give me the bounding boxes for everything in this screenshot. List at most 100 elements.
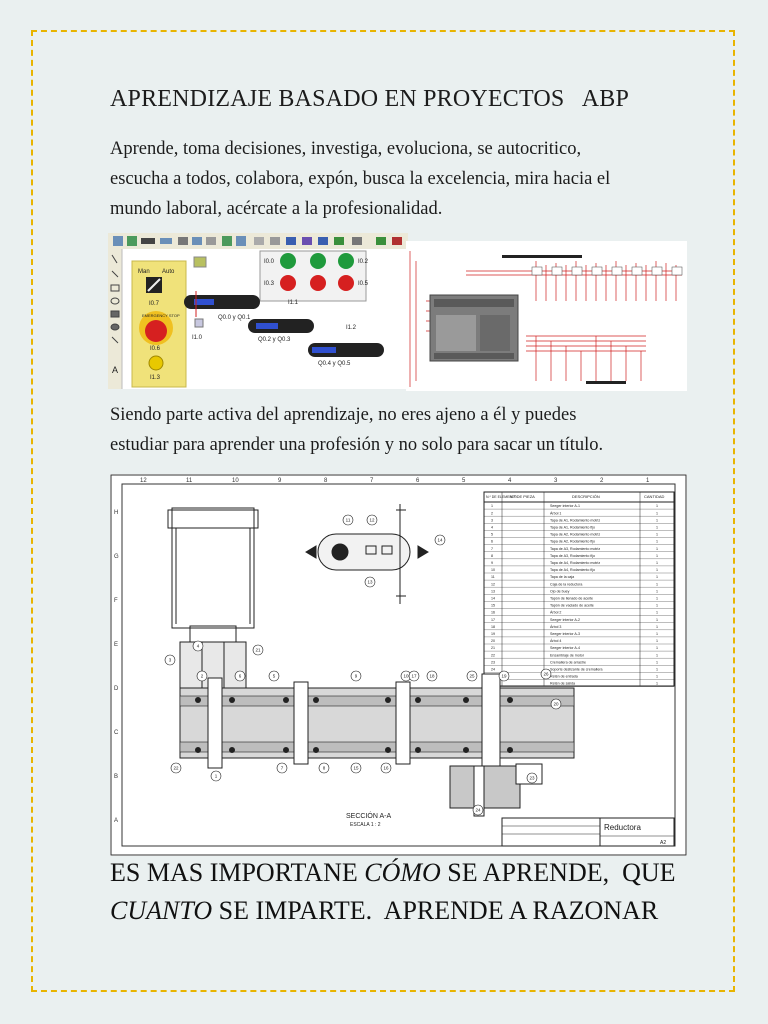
- table-row-quantity: 1: [656, 554, 658, 558]
- push-button[interactable]: [148, 355, 164, 371]
- table-row-description: Tapa de A3, Rodamiento fijo: [550, 554, 595, 558]
- table-row-quantity: 1: [656, 561, 658, 565]
- part-balloon: 13: [364, 576, 376, 588]
- table-row-description: Caja de la reductora: [550, 582, 582, 586]
- part-balloon: 16: [380, 762, 392, 774]
- svg-text:2: 2: [201, 674, 204, 679]
- table-row-description: Soporte deslizante de cremallera: [550, 668, 603, 672]
- table-row-description: Seeger interior A-4: [550, 646, 580, 650]
- table-row-number: 3: [491, 518, 493, 522]
- plc-wiring-schematic: [406, 241, 687, 391]
- table-row-quantity: 1: [656, 604, 658, 608]
- table-row-quantity: 1: [656, 547, 658, 551]
- table-row-description: Retén de salida: [550, 682, 575, 686]
- table-row-number: 23: [491, 660, 495, 664]
- table-row-description: Cremallera de arrastre: [550, 660, 586, 664]
- emergency-stop-button[interactable]: [145, 320, 167, 342]
- grid-column-number: 2: [600, 478, 604, 484]
- table-row-description: Árbol 2: [550, 611, 561, 615]
- table-row-number: 15: [491, 604, 495, 608]
- table-row-number: 17: [491, 618, 495, 622]
- table-row-quantity: 1: [656, 618, 658, 622]
- svg-text:12: 12: [369, 518, 375, 523]
- part-balloon: 2: [196, 670, 208, 682]
- table-row-number: 7: [491, 547, 493, 551]
- red-button[interactable]: [338, 275, 354, 291]
- svg-text:15: 15: [353, 766, 359, 771]
- table-row-number: 14: [491, 597, 495, 601]
- table-row-quantity: 1: [656, 597, 658, 601]
- table-row-description: Tapa de A3, Rodamiento motriz: [550, 547, 600, 551]
- table-header: DESCRIPCIÓN: [572, 494, 600, 499]
- table-row-quantity: 1: [656, 518, 658, 522]
- svg-text:20: 20: [553, 702, 559, 707]
- svg-text:24: 24: [475, 808, 481, 813]
- table-row-quantity: 1: [656, 625, 658, 629]
- part-balloon: 3: [164, 654, 176, 666]
- grid-row-letter: G: [114, 554, 119, 560]
- table-row-quantity: 1: [656, 660, 658, 664]
- input-label: I0.6: [150, 346, 161, 352]
- table-row-number: 16: [491, 611, 495, 615]
- part-balloon: 1: [210, 770, 222, 782]
- title-block: Reductora A2: [501, 817, 675, 847]
- svg-text:23: 23: [529, 776, 535, 781]
- table-row-quantity: 1: [656, 526, 658, 530]
- part-balloon: 12: [366, 514, 378, 526]
- grid-column-number: 11: [186, 478, 193, 484]
- table-row-number: 20: [491, 639, 495, 643]
- part-balloon: 5: [268, 670, 280, 682]
- part-balloon: 21: [252, 644, 264, 656]
- closing-text: SE APRENDE, QUE: [440, 858, 676, 887]
- grid-column-number: 9: [278, 478, 282, 484]
- sheet-size: A2: [660, 840, 666, 846]
- grid-column-number: 10: [232, 478, 239, 484]
- green-button[interactable]: [280, 253, 296, 269]
- red-button[interactable]: [310, 275, 326, 291]
- table-row-number: 1: [491, 504, 493, 508]
- page-frame: [31, 30, 735, 992]
- sensor-label: I1.2: [346, 325, 357, 331]
- closing-text: SE IMPARTE. APRENDE A RAZONAR: [212, 896, 659, 925]
- closing-emphasis: CUANTO: [110, 896, 213, 925]
- grid-column-number: 5: [462, 478, 466, 484]
- svg-text:3: 3: [169, 658, 172, 663]
- auto-label: Auto: [162, 269, 175, 275]
- green-button[interactable]: [310, 253, 326, 269]
- table-row-quantity: 1: [656, 511, 658, 515]
- table-header: N.º DE ELEMENTO: [486, 495, 517, 499]
- table-row-quantity: 1: [656, 589, 658, 593]
- svg-text:7: 7: [281, 766, 284, 771]
- conveyor-label: Q0.4 y Q0.5: [318, 361, 351, 367]
- svg-text:16: 16: [383, 766, 389, 771]
- table-row-quantity: 1: [656, 575, 658, 579]
- table-row-number: 19: [491, 632, 495, 636]
- table-row-quantity: 1: [656, 568, 658, 572]
- table-row-number: 10: [491, 568, 495, 572]
- section-label: SECCIÓN A-A: [346, 811, 391, 820]
- red-button[interactable]: [280, 275, 296, 291]
- input-label: I1.3: [150, 375, 161, 381]
- input-label: I1.0: [192, 335, 203, 341]
- svg-text:14: 14: [437, 538, 443, 543]
- table-row-number: 9: [491, 561, 493, 565]
- svg-text:A: A: [112, 365, 118, 375]
- part-balloon: 24: [472, 804, 484, 816]
- toolbar-icons: [113, 236, 402, 246]
- green-button[interactable]: [338, 253, 354, 269]
- table-row-description: Tapa de A1, Rodamiento motriz: [550, 518, 600, 522]
- input-label: I0.7: [149, 301, 160, 307]
- grid-column-number: 3: [554, 478, 558, 484]
- part-balloon: 23: [526, 772, 538, 784]
- part-balloon: 26: [540, 668, 552, 680]
- table-row-quantity: 1: [656, 540, 658, 544]
- conveyor: Q0.4 y Q0.5: [308, 343, 384, 367]
- svg-text:9: 9: [355, 674, 358, 679]
- table-row-description: Retén de entrada: [550, 675, 578, 679]
- table-row-description: Ensamblaje de motor: [550, 653, 585, 657]
- table-row-quantity: 1: [656, 611, 658, 615]
- part-balloon: 18: [426, 670, 438, 682]
- intro-line: mundo laboral, acércate a la profesional…: [110, 199, 443, 219]
- svg-text:8: 8: [323, 766, 326, 771]
- grid-column-number: 7: [370, 478, 374, 484]
